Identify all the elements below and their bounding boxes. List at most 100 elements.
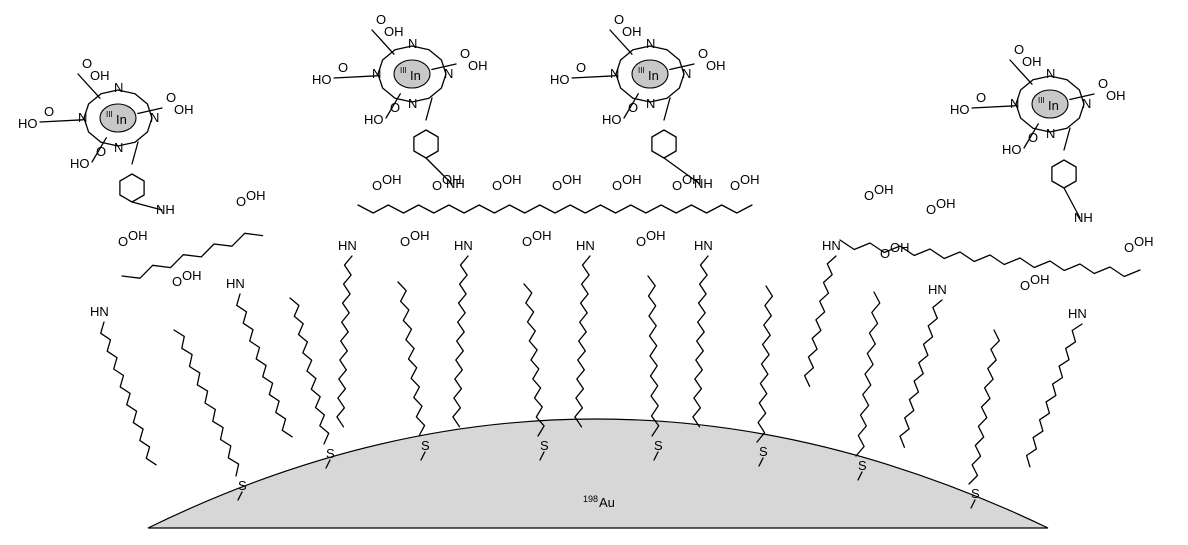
thiol-chain: S <box>397 281 430 461</box>
carbonyl-o: O <box>460 46 470 61</box>
amide-nh: HN <box>226 276 245 291</box>
alkyl-chain <box>1025 323 1083 468</box>
sulfur-atom: S <box>326 446 335 461</box>
amide-link <box>1063 187 1081 219</box>
indium-ion <box>631 59 669 89</box>
alkyl-chain <box>899 299 943 448</box>
hydroxyl: HO <box>1002 142 1022 157</box>
carbonyl-o: O <box>926 202 936 217</box>
carbonyl-o: O <box>730 178 740 193</box>
amide-link <box>131 201 163 211</box>
carbonyl-o: O <box>672 178 682 193</box>
hydroxyl: OH <box>890 240 910 255</box>
alkyl-chain <box>397 281 426 437</box>
acetate-arm <box>91 137 107 163</box>
acetate-arm <box>333 75 378 79</box>
nitrogen-atom: N <box>150 110 159 125</box>
nitrogen-atom: N <box>372 66 381 81</box>
nitrogen-atom: N <box>78 110 87 125</box>
alkyl-chain <box>452 255 469 428</box>
benzyl-bond <box>131 141 139 165</box>
alkyl-chain <box>756 285 774 443</box>
amide-nh: NH <box>156 202 175 217</box>
sulfur-atom: S <box>654 438 663 453</box>
indium-ion <box>99 103 137 133</box>
carbonyl-o: O <box>1020 278 1030 293</box>
gold-nanoparticle: 198 Au <box>147 418 1049 529</box>
indium-ion <box>1031 89 1069 119</box>
backbone <box>121 232 264 279</box>
hydroxyl: OH <box>468 58 488 73</box>
benzyl-bond <box>663 97 671 121</box>
alkyl-chain <box>289 297 330 445</box>
amide-tail: HN <box>803 238 841 387</box>
amide-tail: HN <box>692 238 713 428</box>
amide-link <box>425 157 453 185</box>
alkyl-chain <box>855 291 881 457</box>
alkyl-chain <box>803 255 837 387</box>
sulfur-atom: S <box>421 438 430 453</box>
hydroxyl: OH <box>410 228 430 243</box>
sulfur-atom: S <box>238 478 247 493</box>
nitrogen-atom: N <box>444 66 453 81</box>
carbonyl-o: O <box>1124 240 1134 255</box>
sulfur-atom: S <box>540 438 549 453</box>
surface-bond <box>758 457 764 467</box>
thiol-chain: S <box>289 297 335 469</box>
hydroxyl: OH <box>246 188 266 203</box>
acetate-arm <box>571 75 616 79</box>
hydroxyl: OH <box>442 172 462 187</box>
carbonyl-o: O <box>166 90 176 105</box>
metal-symbol: In <box>116 112 127 127</box>
carbonyl-o: O <box>552 178 562 193</box>
nitrogen-atom: N <box>1082 96 1091 111</box>
thiol-chain: S <box>855 291 881 481</box>
hydroxyl: OH <box>174 102 194 117</box>
hydroxyl: OH <box>1134 234 1154 249</box>
carbonyl-o: O <box>1014 42 1024 57</box>
carbonyl-o: O <box>236 194 246 209</box>
carbonyl-o: O <box>390 100 400 115</box>
carbonyl-o: O <box>492 178 502 193</box>
nitrogen-atom: N <box>1010 96 1019 111</box>
oxidation-state: III <box>1038 96 1045 105</box>
thiol-chain: S <box>647 275 663 461</box>
carbonyl-o: O <box>400 234 410 249</box>
carbonyl-o: O <box>118 234 128 249</box>
phenyl-ring <box>119 173 145 203</box>
macrocycle <box>83 89 153 147</box>
acetate-arm <box>1023 123 1039 149</box>
nitrogen-atom: N <box>1046 126 1055 141</box>
element-symbol: Au <box>599 495 615 510</box>
amide-tail: HN <box>1025 306 1087 468</box>
acetate-arm <box>371 29 395 55</box>
amide-nh: HN <box>822 238 841 253</box>
acetate-arm <box>385 93 401 119</box>
hydroxyl: HO <box>18 116 38 131</box>
hydroxyl: OH <box>502 172 522 187</box>
hydroxyl: HO <box>550 72 570 87</box>
hydroxyl: OH <box>874 182 894 197</box>
carbonyl-o: O <box>338 60 348 75</box>
surface-bond <box>970 499 976 509</box>
backbone <box>357 204 753 214</box>
carbonyl-o: O <box>432 178 442 193</box>
hydroxyl: HO <box>364 112 384 127</box>
oxidation-state: III <box>400 66 407 75</box>
alkyl-chain <box>236 293 293 438</box>
nitrogen-atom: N <box>1046 66 1055 81</box>
nitrogen-atom: N <box>682 66 691 81</box>
